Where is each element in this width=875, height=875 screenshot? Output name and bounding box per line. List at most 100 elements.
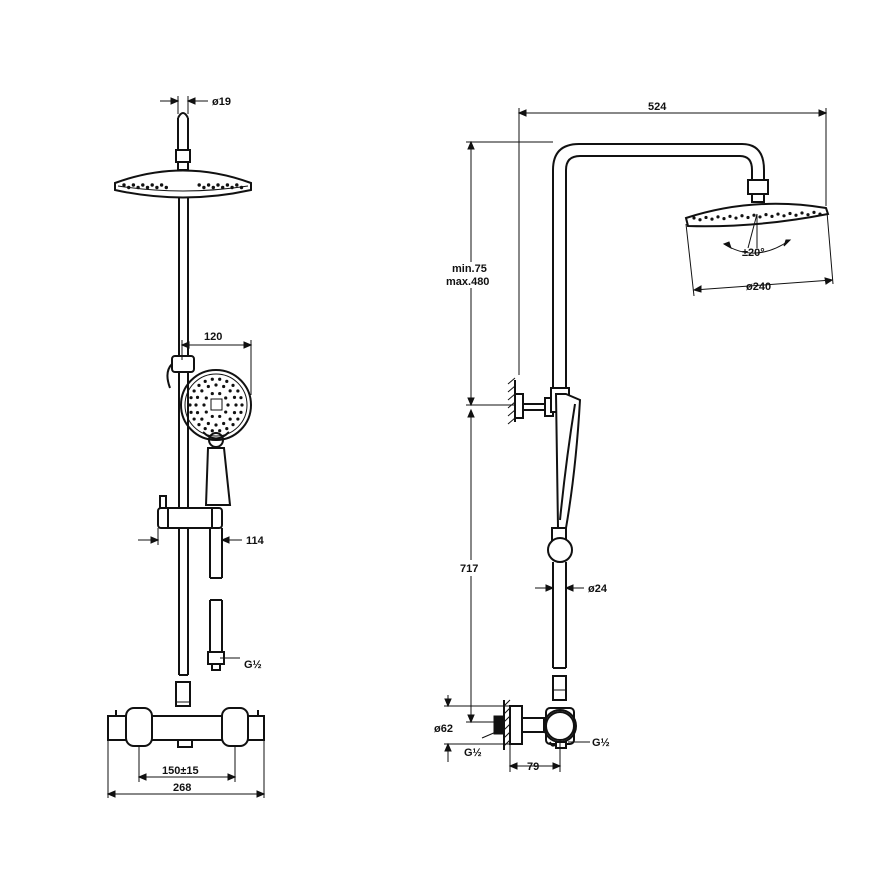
dim-side-outlet-thread-label: G½: [592, 737, 610, 749]
dim-wall-offset-label: 79: [527, 761, 539, 773]
front-hose: G½: [207, 528, 262, 671]
nozzle-dot: [806, 213, 810, 217]
dim-escutcheon-diameter-label: ø62: [434, 723, 453, 735]
nozzle-dot: [122, 183, 126, 187]
nozzle-dot: [231, 423, 235, 427]
nozzle-dot: [164, 185, 168, 190]
nozzle-dot: [232, 395, 237, 399]
nozzle-dot: [141, 183, 145, 187]
nozzle-dot: [216, 183, 220, 187]
nozzle-dot: [210, 391, 214, 396]
nozzle-dot: [225, 379, 229, 383]
dim-wall-offset: 79: [508, 742, 562, 773]
nozzle-dot: [231, 383, 235, 387]
nozzle-dot: [136, 185, 140, 190]
front-thermostatic-mixer: [107, 707, 265, 748]
nozzle-dot: [218, 377, 222, 381]
nozzle-dot: [818, 212, 822, 216]
dim-adjust-range-max-label: max.480: [446, 276, 489, 288]
dim-inlet-thread: G½: [464, 731, 497, 759]
front-shower-head: [114, 169, 252, 199]
side-overhead-arm: [552, 143, 769, 388]
nozzle-dot: [740, 214, 744, 218]
nozzle-dot: [159, 183, 164, 187]
dim-rail-diameter: ø24: [535, 583, 608, 595]
nozzle-dot: [812, 210, 816, 214]
nozzle-dot: [698, 218, 702, 222]
side-handshower: [551, 393, 582, 541]
side-rail-lower: [552, 562, 567, 701]
nozzle-dot: [230, 185, 234, 190]
nozzle-dot: [204, 410, 208, 414]
nozzle-dot: [239, 396, 243, 400]
nozzle-dot: [214, 423, 218, 427]
nozzle-dot: [225, 427, 229, 431]
dim-pipe-diameter: ø19: [160, 96, 231, 114]
dim-handshower-width-label: 120: [204, 331, 222, 343]
front-view: ø19: [106, 96, 266, 798]
dim-head-diameter-label: ø240: [746, 281, 771, 293]
nozzle-dot: [188, 403, 192, 407]
nozzle-dot: [224, 396, 228, 400]
nozzle-dot: [239, 185, 244, 190]
nozzle-dot: [204, 396, 208, 400]
dim-inlet-thread-label: G½: [464, 747, 482, 759]
side-view: ±20° ø240 524: [434, 101, 834, 773]
side-wall-mixer: [493, 699, 577, 750]
nozzle-dot: [746, 215, 750, 220]
nozzle-dot: [239, 410, 243, 414]
nozzle-dot: [189, 396, 193, 400]
nozzle-dot: [236, 389, 240, 393]
nozzle-dot: [794, 213, 798, 217]
nozzle-dot: [192, 417, 196, 421]
nozzle-dot: [150, 183, 154, 187]
nozzle-dot: [197, 423, 201, 427]
nozzle-dot: [228, 389, 232, 393]
dim-escutcheon-diameter: ø62: [434, 695, 510, 762]
dim-adjust-range-min-label: min.75: [452, 263, 487, 275]
nozzle-dot: [218, 391, 222, 396]
nozzle-dot: [222, 421, 226, 426]
nozzle-dot: [200, 417, 204, 421]
nozzle-dot: [210, 377, 214, 381]
nozzle-dot: [194, 403, 198, 407]
dim-inlet-spacing: 150±15: [137, 746, 237, 782]
nozzle-dot: [192, 389, 196, 393]
nozzle-dot: [221, 185, 225, 190]
nozzle-dot: [704, 215, 708, 220]
nozzle-dot: [214, 383, 218, 387]
dim-arm-reach-label: 524: [648, 101, 667, 113]
side-slider-knob: [547, 537, 573, 563]
nozzle-dot: [202, 185, 206, 190]
front-handshower-head: [180, 369, 252, 448]
nozzle-dot: [203, 379, 207, 383]
nozzle-dot: [235, 183, 239, 187]
nozzle-dot: [716, 215, 720, 219]
dim-side-outlet-thread: G½: [568, 737, 610, 749]
nozzle-dot: [770, 214, 774, 218]
nozzle-dot: [210, 414, 214, 419]
nozzle-dot: [710, 217, 714, 221]
dim-bracket-depth-label: 114: [246, 535, 265, 547]
nozzle-dot: [234, 403, 238, 407]
nozzle-dot: [202, 403, 206, 407]
nozzle-dot: [189, 410, 193, 414]
nozzle-dot: [692, 216, 696, 220]
front-rail: [178, 198, 189, 676]
nozzle-dot: [195, 395, 200, 399]
dim-head-diameter: ø240: [685, 211, 834, 297]
nozzle-dot: [203, 427, 207, 431]
nozzle-dot: [728, 214, 732, 218]
front-handshower-handle: [204, 447, 232, 506]
dim-outlet-thread-label: G½: [244, 659, 262, 671]
nozzle-dot: [224, 410, 228, 414]
nozzle-dot: [206, 384, 210, 389]
nozzle-dot: [197, 383, 201, 387]
nozzle-dot: [800, 211, 804, 215]
nozzle-dot: [226, 403, 230, 407]
nozzle-dot: [764, 213, 768, 217]
dim-arm-reach: 524: [517, 101, 828, 375]
nozzle-dot: [210, 429, 214, 433]
front-handshower-holder: [166, 355, 195, 389]
